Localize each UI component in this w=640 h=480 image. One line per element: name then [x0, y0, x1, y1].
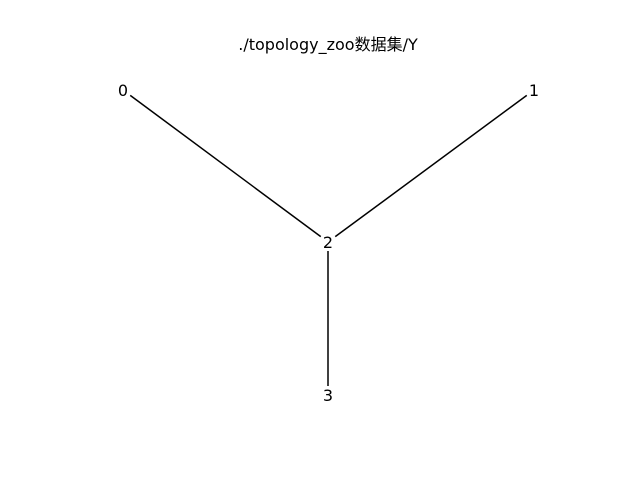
edge-0-2	[129, 94, 322, 238]
node-label-2: 2	[323, 233, 333, 252]
node-label-0: 0	[118, 81, 128, 100]
edge-1-2	[334, 94, 528, 238]
nodes-layer: 0 1 2 3	[118, 81, 539, 405]
node-label-1: 1	[529, 81, 539, 100]
figure-title: ./topology_zoo数据集/Y	[238, 35, 418, 55]
edges-layer	[129, 94, 528, 386]
node-label-3: 3	[323, 386, 333, 405]
